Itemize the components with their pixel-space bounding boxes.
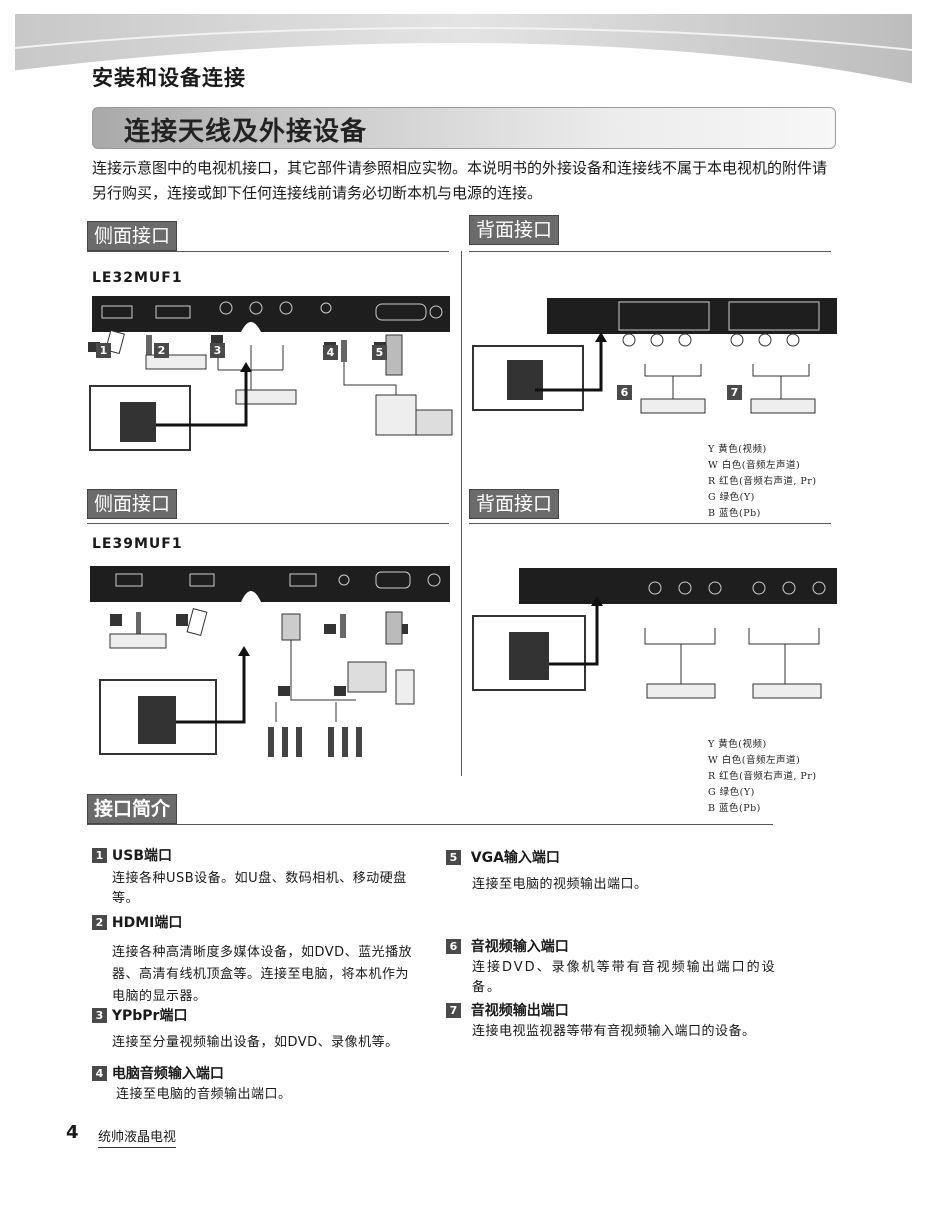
legend-item: G 绿色(Y) <box>708 787 755 798</box>
divider <box>87 251 449 252</box>
port-item-usb: 1 USB端口 连接各种USB设备。如U盘、数码相机、移动硬盘等。 <box>92 845 422 909</box>
column-divider <box>461 251 462 776</box>
port-description: 连接电视监视器等带有音视频输入端口的设备。 <box>472 1024 756 1039</box>
section-title: 安装和设备连接 <box>92 66 246 90</box>
back-diagram-le39 <box>472 568 837 699</box>
divider <box>87 824 773 825</box>
header-decoration <box>14 14 913 87</box>
port-item-ypbpr: 3 YPbPr端口 连接至分量视频输出设备，如DVD、录像机等。 <box>92 1005 422 1053</box>
footer-brand: 统帅液晶电视 <box>98 1126 177 1148</box>
port-number-badge: 5 <box>446 850 461 865</box>
port-title: USB端口 <box>111 848 172 864</box>
port-description: 连接各种USB设备。如U盘、数码相机、移动硬盘等。 <box>112 871 407 906</box>
page-number: 4 <box>66 1122 79 1143</box>
port-description: 连接至分量视频输出设备，如DVD、录像机等。 <box>112 1035 399 1050</box>
color-legend-2: Y 黄色(视频) W 白色(音频左声道) R 红色(音频右声道, Pr) G 绿… <box>708 737 817 817</box>
title-banner <box>92 107 836 149</box>
side-ports-tag-1: 侧面接口 <box>87 221 178 251</box>
port-number-badge: 1 <box>92 848 107 863</box>
diagram-badge: 4 <box>323 342 338 361</box>
diagram-badge: 5 <box>372 342 387 361</box>
legend-item: Y 黄色(视频) <box>708 739 767 750</box>
legend-item: B 蓝色(Pb) <box>708 803 761 814</box>
port-item-pc-audio: 4 电脑音频输入端口 连接至电脑的音频输出端口。 <box>92 1063 422 1105</box>
divider <box>469 251 831 252</box>
page-title: 连接天线及外接设备 <box>124 117 368 147</box>
port-description: 连接至电脑的视频输出端口。 <box>472 877 648 892</box>
port-item-vga: 5 VGA输入端口 连接至电脑的视频输出端口。 <box>446 847 786 895</box>
legend-item: B 蓝色(Pb) <box>708 508 761 519</box>
diagram-badge: 3 <box>210 340 225 359</box>
legend-item: W 白色(音频左声道) <box>708 755 801 766</box>
legend-item: R 红色(音频右声道, Pr) <box>708 476 817 487</box>
port-number-badge: 4 <box>92 1066 107 1081</box>
port-title: HDMI端口 <box>111 915 183 931</box>
port-title: YPbPr端口 <box>111 1008 188 1024</box>
port-title: 音视频输入端口 <box>470 939 569 955</box>
diagram-badge: 7 <box>727 382 742 401</box>
model-label-2: LE39MUF1 <box>92 536 183 552</box>
model-label-1: LE32MUF1 <box>92 270 183 286</box>
divider <box>469 523 831 524</box>
diagram-badge: 1 <box>96 340 111 359</box>
port-number-badge: 3 <box>92 1008 107 1023</box>
side-diagram-le32 <box>88 296 453 451</box>
back-diagram-le32 <box>472 298 837 414</box>
port-title: 电脑音频输入端口 <box>111 1066 224 1082</box>
intro-paragraph: 连接示意图中的电视机接口，其它部件请参照相应实物。本说明书的外接设备和连接线不属… <box>92 159 828 202</box>
legend-item: G 绿色(Y) <box>708 492 755 503</box>
port-description: 连接DVD、录像机等带有音视频输出端口的设备。 <box>472 960 777 995</box>
legend-item: Y 黄色(视频) <box>708 444 767 455</box>
diagram-badge: 6 <box>617 382 632 401</box>
color-legend-1: Y 黄色(视频) W 白色(音频左声道) R 红色(音频右声道, Pr) G 绿… <box>708 442 817 522</box>
side-diagram-le39 <box>90 566 450 757</box>
port-number-badge: 7 <box>446 1003 461 1018</box>
port-number-badge: 2 <box>92 915 107 930</box>
port-number-badge: 6 <box>446 939 461 954</box>
back-ports-tag-2: 背面接口 <box>469 489 560 519</box>
back-ports-tag-1: 背面接口 <box>469 215 560 245</box>
legend-item: R 红色(音频右声道, Pr) <box>708 771 817 782</box>
legend-item: W 白色(音频左声道) <box>708 460 801 471</box>
ports-intro-tag: 接口简介 <box>87 794 178 824</box>
port-item-av-out: 7 音视频输出端口 连接电视监视器等带有音视频输入端口的设备。 <box>446 1000 786 1042</box>
port-item-hdmi: 2 HDMI端口 连接各种高清晰度多媒体设备，如DVD、蓝光播放器、高清有线机顶… <box>92 912 422 1008</box>
port-description: 连接至电脑的音频输出端口。 <box>116 1087 292 1102</box>
port-description: 连接各种高清晰度多媒体设备，如DVD、蓝光播放器、高清有线机顶盒等。连接至电脑，… <box>112 945 413 1004</box>
side-ports-tag-2: 侧面接口 <box>87 489 178 519</box>
port-title: VGA输入端口 <box>470 850 560 866</box>
port-title: 音视频输出端口 <box>470 1003 569 1019</box>
diagram-badge: 2 <box>154 340 169 359</box>
divider <box>87 523 449 524</box>
port-item-av-in: 6 音视频输入端口 连接DVD、录像机等带有音视频输出端口的设备。 <box>446 936 782 998</box>
